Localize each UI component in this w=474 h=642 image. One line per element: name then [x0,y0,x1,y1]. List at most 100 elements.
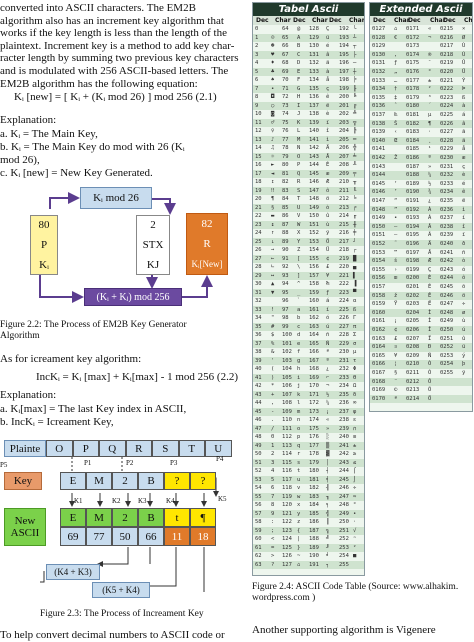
extended-ascii-cell: 0226 [440,120,454,127]
extended-ascii-cell: 0159 [372,301,386,308]
extended-ascii-cell: 0190 [406,189,420,196]
ascii-cell: 138 [309,111,319,117]
fig22-right-cell-0: 82 [201,218,213,230]
extended-ascii-cell: Ø [462,34,466,41]
key-cell: M [86,472,112,490]
ascii-cell: à [326,68,330,75]
extended-ascii-cell: 0172 [406,34,420,41]
extended-ascii-cell: 0138 [372,120,386,127]
ascii-cell: ╠ [353,128,357,134]
intro-line: converted into ASCII characters. The EM2… [0,2,196,14]
ascii-cell: ) [271,374,275,381]
ascii-cell: 104 [282,366,292,372]
ascii-cell: 158 [309,281,319,287]
ascii-cell: ▲ [271,281,275,287]
ascii-cell: 196 [339,60,349,66]
extended-ascii-cell: 0203 [406,301,420,308]
extended-ascii-cell: ² [428,86,432,93]
ascii-cell: ╣ [326,510,330,517]
ascii-cell: 149 [309,204,319,211]
plaintext-cell: P [72,440,99,457]
ascii-cell: 25 [255,238,262,245]
ascii-cell: 190 [309,553,319,559]
ascii-cell: ⌐ [326,374,330,381]
ascii-cell: 11 [255,119,262,126]
ascii-cell: 217 [339,238,349,245]
ascii-cell: 169 [309,374,319,381]
extended-ascii-cell: 0176 [406,69,420,75]
ascii-cell: 34 [255,315,262,321]
ascii-cell: 218 [339,247,349,253]
explanation-item: b. Kᵢ = The Main Key do mod with 26 (Kᵢ [0,141,185,153]
ascii-cell: 9 [271,510,275,517]
ascii-cell: 184 [309,502,319,508]
ascii-cell: O [297,153,301,160]
ascii-cell: 249 [339,510,349,517]
ascii-cell: 115 [282,459,292,466]
ascii-cell: 161 [309,306,319,313]
fig22-right-column: 82 R Kᵢ[New] [186,213,228,275]
fig23-key-label: Key [4,472,42,490]
ascii-cell: 5 [255,68,259,75]
extended-ascii-cell: × [462,26,466,32]
extended-ascii-cell: 0225 [440,112,454,118]
ascii-cell: 49 [255,442,262,449]
ascii-cell: ▐ [353,281,357,287]
ascii-cell: 133 [309,68,319,75]
ascii-row: 62>126~190╛254■ [253,552,364,561]
ascii-cell: 15 [255,153,262,160]
extended-ascii-cell: 0155 [372,266,386,273]
extended-ascii-cell: 0255 [440,370,454,376]
ascii-cell: ä [326,60,330,66]
ascii-cell: µ [353,349,357,355]
ascii-cell: ! [271,306,275,313]
ascii-cell: 62 [255,553,262,559]
extended-ascii-cell: ‡ [394,94,398,101]
extended-ascii-cell: 0223 [440,94,454,101]
ascii-cell: ⌂ [297,561,301,568]
fig23-sum-box-2: (K5 + K4) [92,582,150,598]
ascii-col-header: Char [312,17,328,24]
ascii-cell: 175 [309,425,319,432]
right-body-line: Another supporting algorithm is Vigenere [252,624,436,636]
extended-ascii-cell: 0136 [372,103,386,110]
ascii-cell: ╘ [353,196,357,202]
extended-ascii-cell: Ù [462,43,466,50]
ascii-cell: 129 [309,34,319,41]
extended-ascii-cell: 0240 [440,241,454,247]
ascii-cell: 239 [339,425,349,432]
ascii-cell: ┴ [353,34,357,41]
extended-ascii-cell: ˆ [394,103,398,110]
extended-ascii-cell: é [462,180,466,187]
intro-line: algorithm also has an increment key algo… [0,14,224,27]
extended-ascii-cell: 0234 [440,189,454,196]
extended-ascii-cell: Ž [394,155,398,161]
fig23-sum-box-1: (K4 + K3) [46,564,100,580]
extended-ascii-cell: 0183 [406,129,420,136]
extended-ascii-cell: 0215 [440,26,454,32]
extended-ascii-cell: 0195 [406,232,420,239]
ascii-cell: ▼ [271,289,275,296]
extended-ascii-cell: 0132 [372,69,386,75]
ascii-cell: 84 [282,196,289,202]
ascii-cell: 117 [282,476,292,483]
explanation-item: mod 26), [0,154,40,166]
